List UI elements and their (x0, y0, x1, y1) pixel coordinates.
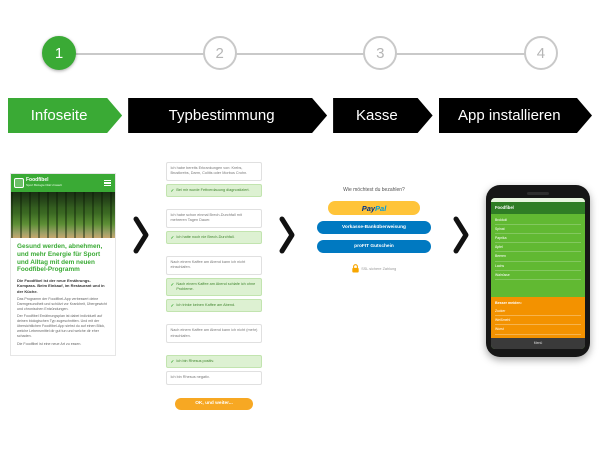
forest-hero-image (11, 192, 115, 238)
quiz-question: Nach einem Kaffee am Abend kann ich nich… (166, 255, 262, 275)
site-header-bar: Foodfibel Sport Biologie Diät Umwelt (11, 174, 115, 192)
app-screen: Foodfibel Brokkoli Spinat Paprika Äpfel … (491, 197, 585, 349)
quiz-answer-selected: ✓ Bei mir wurde Fettverdauung diagnostiz… (166, 183, 262, 197)
app-list-item: Walnüsse (495, 271, 581, 280)
app-list-item: Beeren (495, 252, 581, 262)
check-icon: ✓ (170, 303, 175, 309)
app-list-item: Äpfel (495, 243, 581, 253)
app-footer-bar: Menü (491, 337, 585, 349)
app-food-list: Brokkoli Spinat Paprika Äpfel Beeren Lac… (491, 214, 585, 297)
app-avoid-item: Zucker (495, 307, 581, 317)
quiz-answer-selected: ✓ Ich bin Rhesus positiv. (166, 355, 262, 369)
app-list-item: Spinat (495, 225, 581, 234)
quiz-answer-selected: ✓ Ich hatte noch nie Brech-Durchfall. (166, 230, 262, 244)
check-icon: ✓ (170, 234, 175, 240)
process-flow: Foodfibel Sport Biologie Diät Umwelt Ges… (10, 159, 590, 410)
quiz-submit-button: OK, und weiter... (175, 397, 253, 410)
stepper-connector-line (58, 53, 542, 55)
bank-transfer-button: Vorkasse-Banküberweisung (317, 221, 431, 234)
site-paragraph: Der Foodfibel Ernährungsplan ist dabei i… (17, 314, 106, 338)
secure-payment-note: SSL sichere Zahlung (361, 266, 397, 271)
phase-typbestimmung[interactable]: Typbestimmung (128, 98, 327, 133)
app-avoid-section: Besser meiden: Zucker Weißmehl Wurst (491, 296, 585, 338)
check-icon: ✓ (170, 281, 175, 287)
quiz-answer-option: Ich bin Rhesus negativ. (166, 371, 262, 385)
website-preview: Foodfibel Sport Biologie Diät Umwelt Ges… (10, 173, 116, 357)
app-list-item: Paprika (495, 234, 581, 244)
app-status-bar (491, 197, 585, 202)
hamburger-menu-icon (104, 179, 112, 187)
chevron-right-icon (452, 215, 470, 260)
quiz-answer-selected: ✓ Ich trinke keinen Kaffee am Abend. (166, 299, 262, 313)
app-nav-bar: Foodfibel (491, 201, 585, 214)
step-circle-3: 3 (363, 36, 398, 70)
site-headline: Gesund werden, abnehmen, und mehr Energi… (17, 243, 103, 274)
phase-kasse[interactable]: Kasse (333, 98, 433, 133)
site-intro: Die Foodfibel ist der neue Ernährungs-Ko… (17, 278, 105, 294)
site-tagline: Sport Biologie Diät Umwelt (26, 183, 62, 188)
chevron-right-icon (278, 215, 296, 260)
payment-question: Wie möchtest du bezahlen? (343, 187, 405, 193)
check-icon: ✓ (170, 187, 175, 193)
site-paragraph: Die Foodfibel ist eine neue Art zu essen… (17, 341, 82, 346)
foodfibel-logo-icon (14, 178, 24, 188)
app-avoid-item: Weißmehl (495, 316, 581, 326)
site-paragraph: Das Programm der Foodfibel-App verbesser… (17, 296, 107, 311)
app-list-item: Brokkoli (495, 216, 581, 225)
quiz-question: Ich habe bereits Erkrankungen von: Krebs… (166, 162, 262, 181)
phase-app-installieren[interactable]: App installieren (439, 98, 592, 133)
app-list-item: Lachs (495, 262, 581, 271)
progress-stepper: 1 2 3 4 (42, 36, 558, 72)
phase-breadcrumb: Infoseite Typbestimmung Kasse App instal… (8, 98, 592, 133)
site-brand: Foodfibel (26, 177, 49, 184)
phone-speaker (527, 192, 549, 195)
check-icon: ✓ (170, 359, 175, 365)
app-avoid-title: Besser meiden: (495, 300, 522, 305)
phone-mockup: Foodfibel Brokkoli Spinat Paprika Äpfel … (486, 185, 590, 357)
quiz-answer-selected: ✓ Nach einem Kaffee am Abend schlafe ich… (166, 277, 262, 297)
voucher-button: proFIT Gutschein (317, 240, 431, 253)
app-avoid-item: Wurst (495, 325, 581, 335)
quiz-question: Nach einem Kaffee am Abend kann ich nich… (166, 324, 262, 344)
quiz-preview: Ich habe bereits Erkrankungen von: Krebs… (166, 159, 262, 410)
lock-icon (351, 264, 359, 273)
step-circle-2: 2 (202, 36, 237, 70)
step-circle-4: 4 (523, 36, 558, 70)
phase-infoseite[interactable]: Infoseite (8, 98, 122, 133)
chevron-right-icon (132, 215, 150, 260)
quiz-question: Ich habe schon einmal Brech-Durchfall mi… (166, 208, 262, 228)
step-circle-1: 1 (42, 36, 76, 70)
